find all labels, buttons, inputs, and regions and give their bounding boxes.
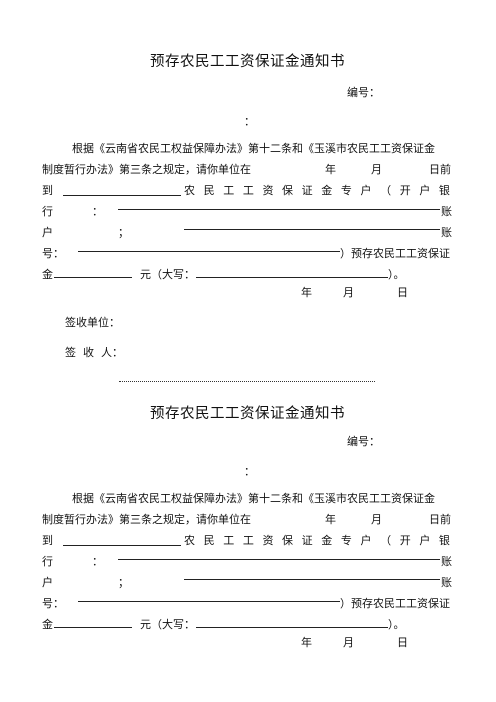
close-period-2: ）。 (388, 618, 405, 631)
account-char: 金 (321, 534, 333, 547)
bank-blank-2 (118, 559, 440, 560)
row-hu-semicolon-1: ； (118, 226, 129, 239)
zhang-label-2a: 账 (441, 555, 452, 568)
number-label-1: 编号： (347, 86, 380, 99)
account-char: 开 (399, 534, 411, 547)
date-year-1: 年 (301, 286, 312, 299)
date-day-1: 日 (397, 286, 408, 299)
account-char: （ (380, 534, 392, 547)
date-year-2: 年 (301, 636, 312, 649)
account-char: 民 (203, 534, 215, 547)
account-char: 资 (262, 184, 274, 197)
account-char: 银 (438, 534, 450, 547)
account-prefix-1: 农 民 工 工 资 保 证 金 专 户 （ 开 户 银 (184, 182, 450, 198)
account-char: 保 (282, 534, 294, 547)
to-label-2: 到 (42, 534, 53, 547)
sign-person-label: 签 收 人： (65, 346, 123, 359)
account-char: 工 (223, 534, 235, 547)
account-number-blank-1 (78, 251, 340, 252)
paragraph-line-1: 根据《云南省农民工权益保障办法》第十二条和《玉溪市农民工工资保证金 (72, 142, 435, 155)
addressee-colon-1: ： (244, 115, 255, 128)
date-month-1: 月 (343, 286, 354, 299)
amount-blank-2 (54, 627, 132, 628)
row-hu-1: 户 (42, 226, 53, 239)
jin-label-1: 金 (42, 268, 53, 281)
account-char: 资 (262, 534, 274, 547)
close-period-1: ）。 (388, 268, 405, 281)
hao-label-2: 号： (42, 597, 64, 610)
yuan-daxie-1: 元（大写： (140, 268, 195, 281)
paragraph-line-2b: 制度暂行办法》第三条之规定，请你单位在 (42, 513, 251, 526)
notice-title-2: 预存农民工工资保证金通知书 (150, 406, 345, 422)
account-char: 工 (242, 534, 254, 547)
account-char: 户 (360, 184, 372, 197)
account-char: 专 (340, 184, 352, 197)
account-char: 工 (242, 184, 254, 197)
amount-daxie-blank-1 (196, 277, 388, 278)
notice-title-1: 预存农民工工资保证金通知书 (150, 54, 345, 70)
row-hang-2: 行 (42, 555, 53, 568)
account-char: 户 (419, 534, 431, 547)
row-hu-2: 户 (42, 576, 53, 589)
hao-label-1: 号： (42, 247, 64, 260)
account-prefix-2: 农 民 工 工 资 保 证 金 专 户 （ 开 户 银 (184, 532, 450, 548)
year-label-1: 年 (325, 163, 336, 176)
year-label-2: 年 (325, 513, 336, 526)
day-before-label-2: 日前 (429, 513, 451, 526)
month-label-2: 月 (371, 513, 382, 526)
paragraph-line-2: 制度暂行办法》第三条之规定，请你单位在 (42, 163, 251, 176)
to-label-1: 到 (42, 184, 53, 197)
unit-blank-1 (63, 195, 181, 196)
row-hang-1: 行 (42, 205, 53, 218)
row-hu-semicolon-2: ； (118, 576, 129, 589)
row-hang-colon-2: ： (92, 555, 103, 568)
amount-daxie-blank-2 (196, 627, 388, 628)
bank-blank-1 (118, 209, 440, 210)
account-char: 金 (321, 184, 333, 197)
account-char: 开 (399, 184, 411, 197)
account-name-blank-2 (184, 579, 440, 580)
account-char: 证 (301, 534, 313, 547)
date-day-2: 日 (397, 636, 408, 649)
account-char: 户 (360, 534, 372, 547)
date-month-2: 月 (343, 636, 354, 649)
account-char: 农 (184, 534, 195, 547)
account-char: 专 (340, 534, 352, 547)
deposit-suffix-2: ）预存农民工工资保证 (340, 597, 450, 610)
day-before-label-1: 日前 (429, 163, 451, 176)
zhang-label-2b: 账 (441, 576, 452, 589)
addressee-colon-2: ： (244, 465, 255, 478)
zhang-label-1b: 账 (441, 226, 452, 239)
zhang-label-1a: 账 (441, 205, 452, 218)
account-char: 工 (223, 184, 235, 197)
cut-line (119, 381, 375, 382)
account-char: （ (380, 184, 392, 197)
account-number-blank-2 (78, 601, 340, 602)
yuan-daxie-2: 元（大写： (140, 618, 195, 631)
deposit-suffix-1: ）预存农民工工资保证 (340, 247, 450, 260)
row-hang-colon-1: ： (92, 205, 103, 218)
number-label-2: 编号： (347, 435, 380, 448)
account-char: 保 (282, 184, 294, 197)
jin-label-2: 金 (42, 618, 53, 631)
account-char: 户 (419, 184, 431, 197)
account-char: 银 (438, 184, 450, 197)
account-char: 民 (203, 184, 215, 197)
sign-unit-label: 签收单位： (65, 316, 120, 329)
paragraph-line-1b: 根据《云南省农民工权益保障办法》第十二条和《玉溪市农民工工资保证金 (72, 492, 435, 505)
account-name-blank-1 (184, 229, 440, 230)
unit-blank-2 (63, 545, 181, 546)
account-char: 证 (301, 184, 313, 197)
account-char: 农 (184, 184, 195, 197)
month-label-1: 月 (371, 163, 382, 176)
amount-blank-1 (54, 277, 132, 278)
